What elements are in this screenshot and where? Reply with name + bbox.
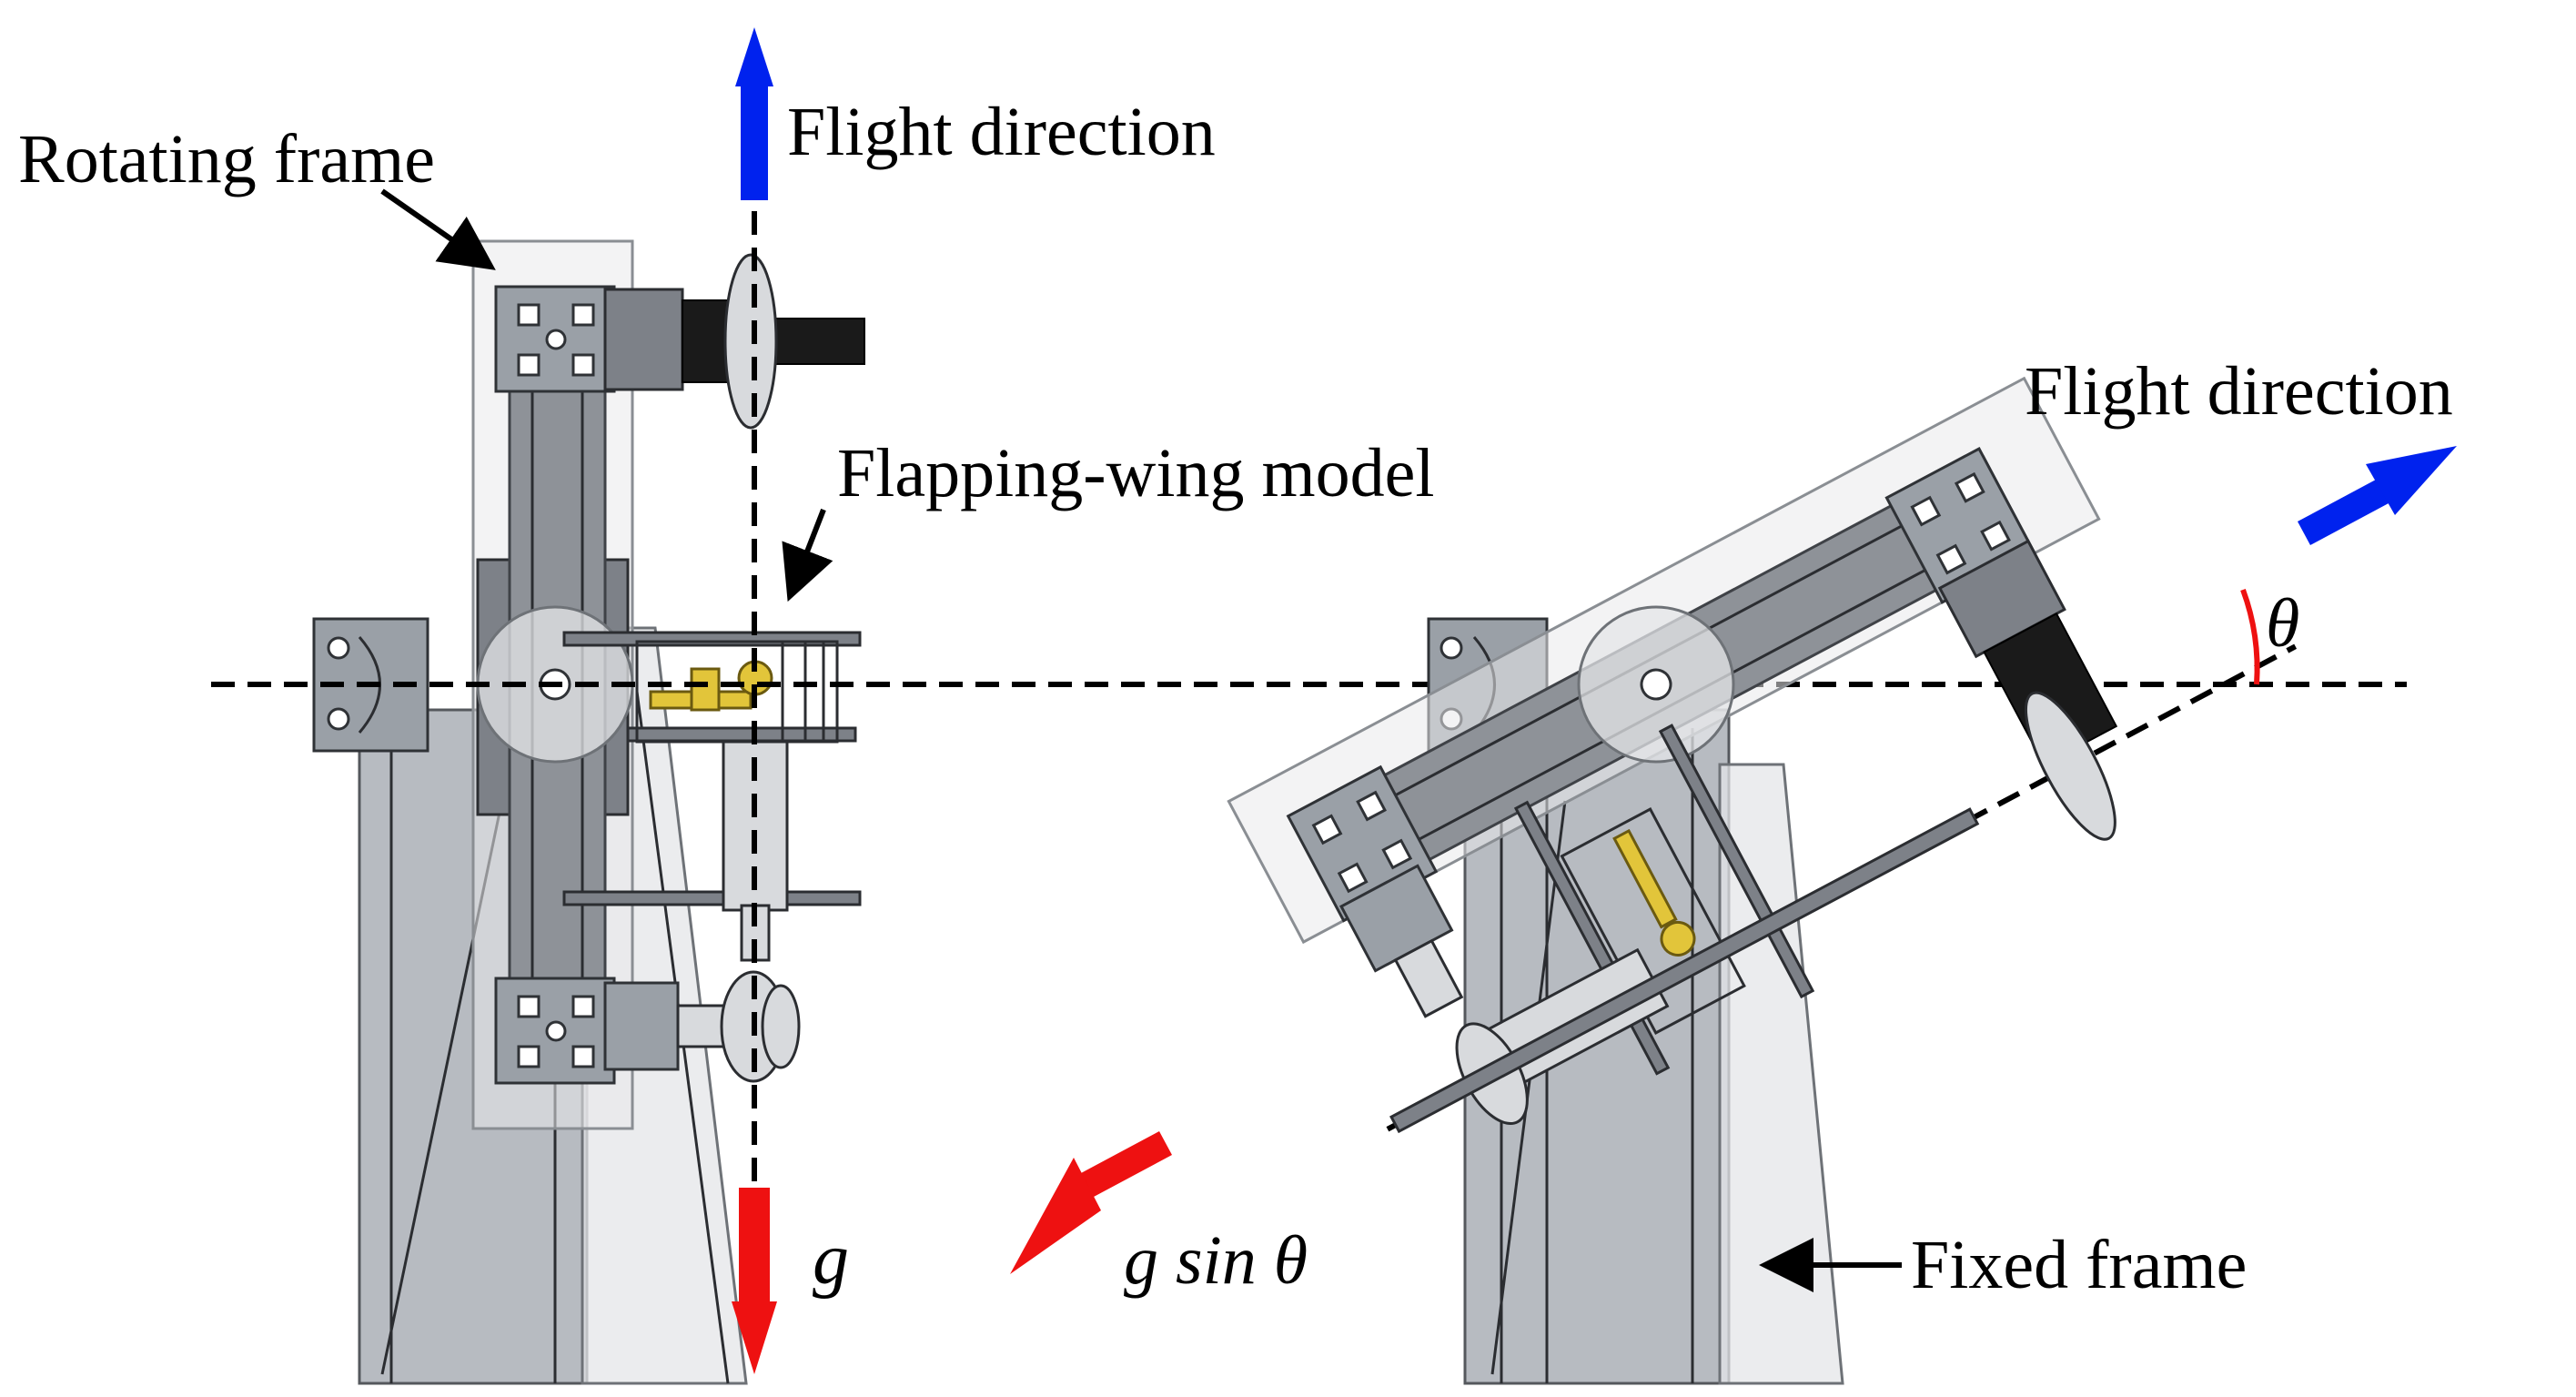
right-fixed-frame-ghost <box>1718 763 1844 1385</box>
rotating-frame-leader <box>380 188 496 270</box>
theta-label: θ <box>2266 585 2299 662</box>
flapping-wing-model-label: Flapping-wing model <box>837 435 1435 511</box>
flight-direction-label-right: Flight direction <box>2025 353 2453 430</box>
left-assembly <box>312 239 865 1385</box>
left-bottom-bearing-housing <box>603 981 680 1071</box>
left-top-pulley <box>723 253 778 430</box>
theta-angle-arc <box>2240 588 2260 685</box>
left-flight-direction-arrow <box>735 27 773 200</box>
left-gravity-arrow <box>732 1188 777 1374</box>
flapping-wing-model-leader <box>782 508 833 602</box>
right-gravity-component-arrow <box>1010 1131 1172 1274</box>
right-upper-pulley <box>2024 691 2116 841</box>
flight-direction-label-left: Flight direction <box>787 94 1216 170</box>
gravity-label: g <box>813 1220 849 1300</box>
gravity-component-label: g sin θ <box>1124 1222 1308 1299</box>
right-assembly <box>1227 376 2298 1385</box>
fixed-frame-label: Fixed frame <box>1911 1227 2247 1303</box>
right-flight-direction-arrow <box>2298 446 2457 545</box>
left-top-bearing-housing <box>603 288 684 391</box>
rotating-frame-label: Rotating frame <box>18 121 435 197</box>
